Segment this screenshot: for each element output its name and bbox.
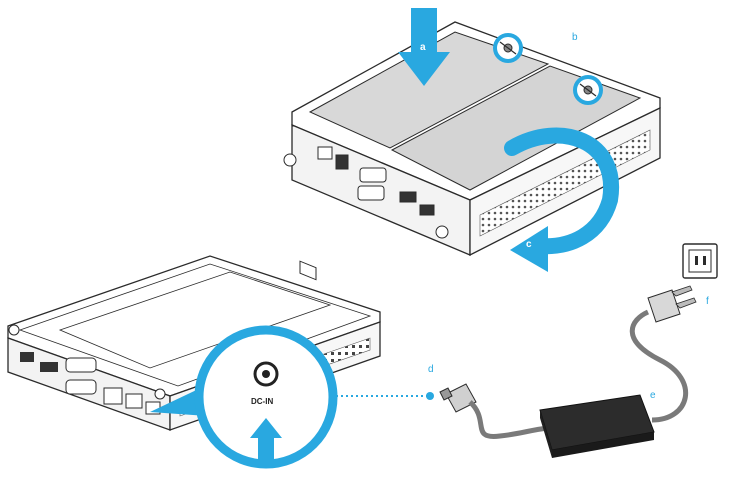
label-a: a [420, 42, 426, 53]
antenna-connector-icon [8, 324, 20, 336]
label-c: c [526, 239, 532, 250]
arrow-a: a [398, 8, 450, 86]
arrow-c: c [504, 127, 620, 272]
wall-outlet-icon [682, 243, 718, 279]
label-d: d [428, 364, 434, 375]
top-unit [283, 21, 661, 281]
label-f: f [706, 296, 709, 307]
antenna-connector-icon [154, 388, 166, 400]
power-adapter: e [539, 390, 656, 458]
antenna-connector-icon [283, 153, 297, 167]
ac-cable [629, 309, 689, 423]
connector-end-dot [426, 392, 434, 400]
ac-plug: f [647, 285, 709, 323]
antenna-connector-icon [435, 225, 449, 239]
dc-in-label: DC-IN [251, 397, 273, 406]
label-b: b [572, 32, 578, 43]
dc-in-callout: DC-IN [194, 325, 338, 469]
dc-plug [439, 383, 549, 440]
insert-arrow-icon [250, 418, 282, 460]
label-e: e [650, 390, 656, 401]
